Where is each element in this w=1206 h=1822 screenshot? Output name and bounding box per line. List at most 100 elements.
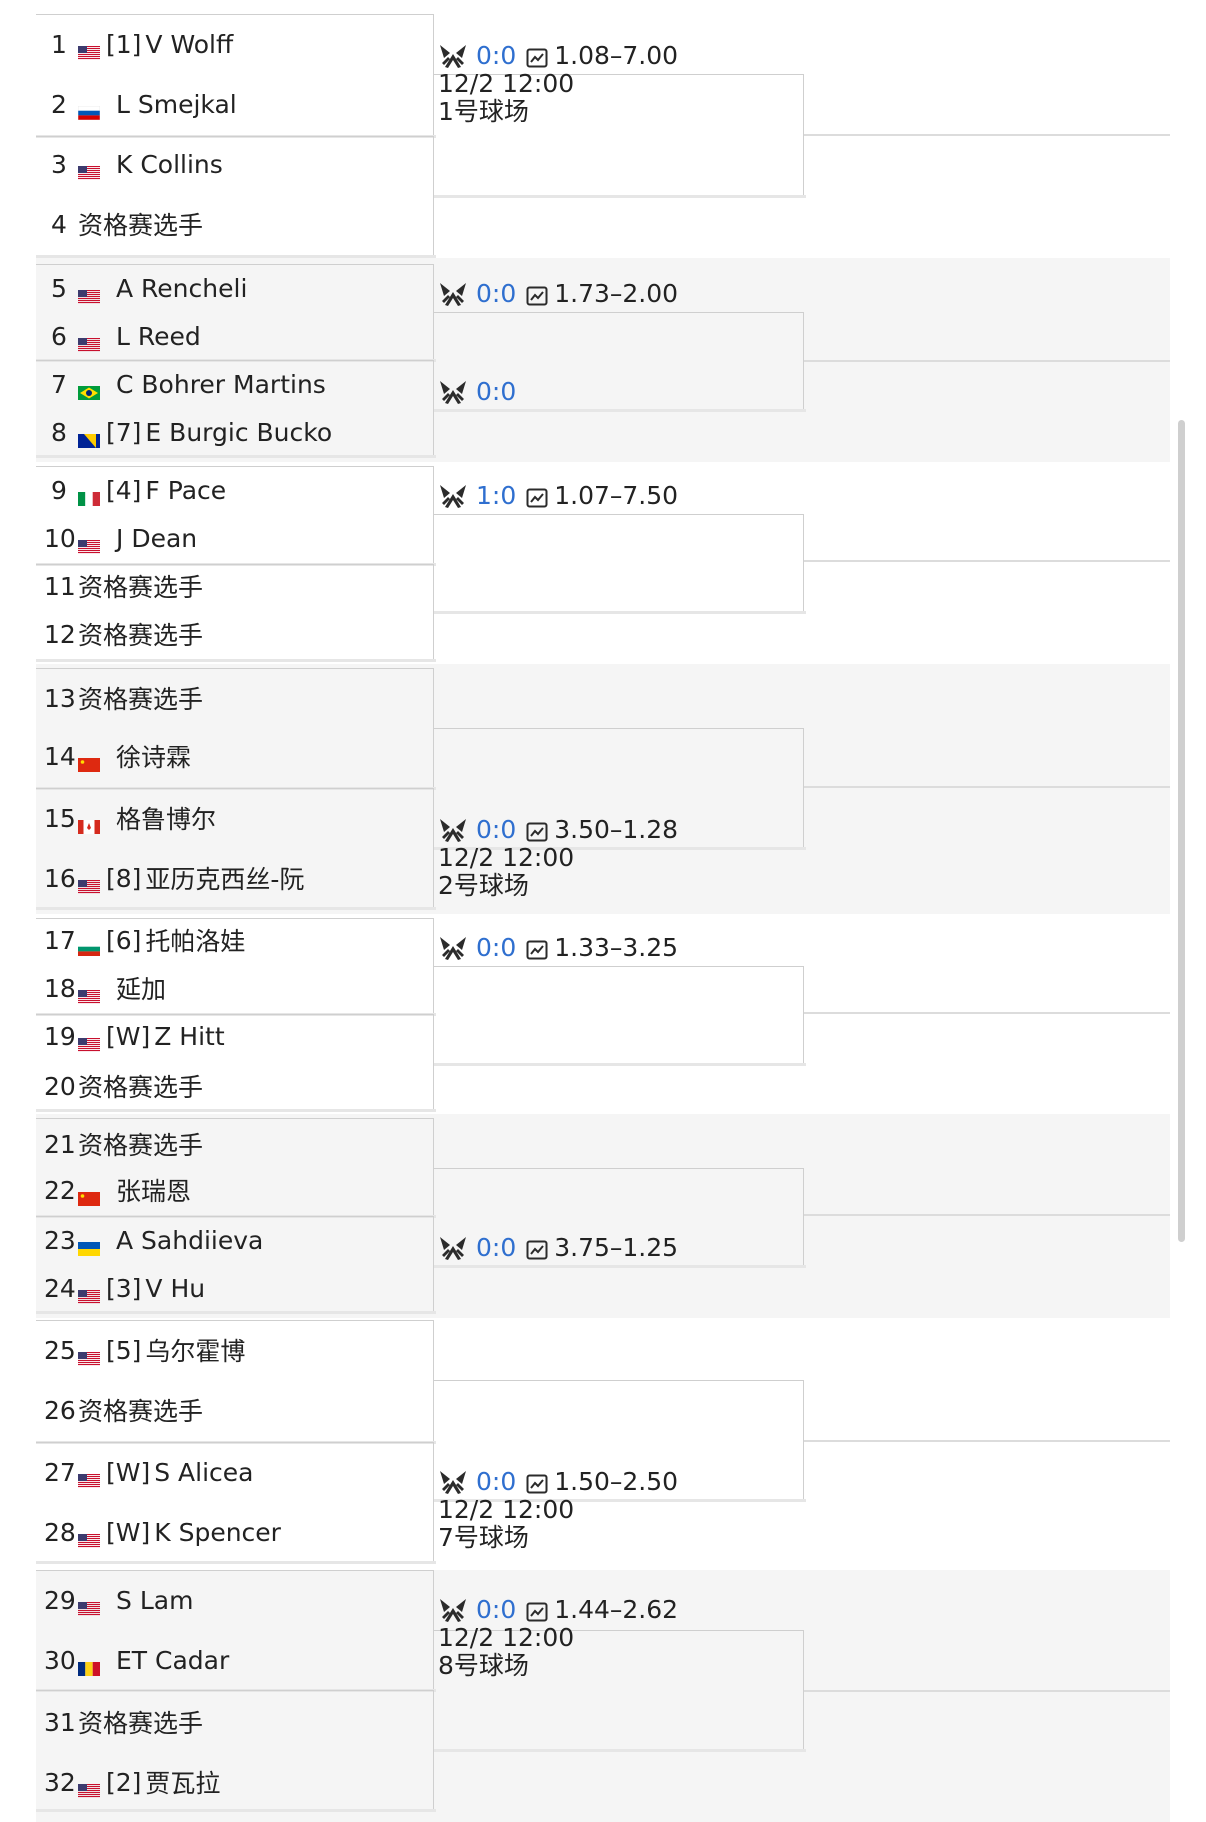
- player-row[interactable]: 16[8]亚历克西丝-阮: [44, 858, 434, 898]
- match-score[interactable]: 0:0: [476, 1233, 517, 1262]
- match-score[interactable]: 0:0: [476, 1467, 517, 1496]
- player-row[interactable]: 30 ET Cadar: [44, 1640, 434, 1680]
- odds-chart-icon[interactable]: [526, 1472, 548, 1494]
- seed-number: 15: [44, 803, 76, 833]
- flag-it-icon: [78, 483, 100, 506]
- match-odds: 1.50–2.50: [554, 1467, 679, 1496]
- player-row[interactable]: 17[6]托帕洛娃: [44, 920, 434, 960]
- player-row[interactable]: 25[5]乌尔霍博: [44, 1330, 434, 1370]
- flag-cn-icon: [78, 749, 100, 772]
- seed-label: [4]: [106, 475, 142, 505]
- match-score[interactable]: 0:0: [476, 377, 517, 406]
- flag-us-icon: [78, 1775, 100, 1798]
- player-row[interactable]: 3 K Collins: [44, 144, 434, 184]
- seed-number: 30: [44, 1645, 76, 1675]
- seed-label: [W]: [106, 1457, 151, 1487]
- seed-number: 2: [51, 89, 67, 119]
- tennis-racket-icon: [438, 1235, 468, 1261]
- bracket-band: [36, 1570, 1170, 1822]
- player-name: V Wolff: [145, 29, 234, 59]
- player-row[interactable]: 32[2]贾瓦拉: [44, 1762, 434, 1802]
- odds-chart-icon[interactable]: [526, 1600, 548, 1622]
- round-connector-line: [804, 1440, 1170, 1442]
- player-row[interactable]: 28[W]K Spencer: [44, 1512, 434, 1552]
- player-name: ET Cadar: [116, 1645, 230, 1675]
- odds-chart-icon[interactable]: [526, 938, 548, 960]
- match-info[interactable]: 0:0: [438, 378, 526, 406]
- match-score[interactable]: 0:0: [476, 815, 517, 844]
- tennis-racket-icon: [438, 817, 468, 843]
- player-name: A Sahdiieva: [116, 1225, 264, 1255]
- scrollbar-thumb[interactable]: [1178, 420, 1185, 1242]
- seed-label: [7]: [106, 417, 142, 447]
- odds-chart-icon[interactable]: [526, 284, 548, 306]
- odds-chart-icon[interactable]: [526, 46, 548, 68]
- seed-number: 6: [51, 321, 67, 351]
- match-score[interactable]: 0:0: [476, 279, 517, 308]
- player-name: C Bohrer Martins: [116, 369, 326, 399]
- box-shadow: [434, 611, 806, 614]
- player-row[interactable]: 8[7]E Burgic Bucko: [44, 412, 434, 452]
- tennis-racket-icon: [438, 1597, 468, 1623]
- seed-number: 28: [44, 1517, 76, 1547]
- seed-number: 3: [51, 149, 67, 179]
- seed-label: [2]: [106, 1767, 142, 1797]
- player-row[interactable]: 24[3]V Hu: [44, 1268, 434, 1308]
- match-score[interactable]: 1:0: [476, 481, 517, 510]
- match-date: 12/2 12:00: [438, 69, 575, 98]
- round-connector-line: [804, 1690, 1170, 1692]
- player-name: E Burgic Bucko: [145, 417, 333, 447]
- match-score[interactable]: 0:0: [476, 41, 517, 70]
- player-row[interactable]: 1[1]V Wolff: [44, 24, 434, 64]
- seed-number: 7: [51, 369, 67, 399]
- match-score[interactable]: 0:0: [476, 933, 517, 962]
- player-name: K Collins: [116, 149, 223, 179]
- player-name: 资格赛选手: [78, 1709, 204, 1738]
- flag-us-icon: [78, 1343, 100, 1366]
- player-row[interactable]: 27[W]S Alicea: [44, 1452, 434, 1492]
- seed-label: [6]: [106, 925, 142, 955]
- odds-chart-icon[interactable]: [526, 1238, 548, 1260]
- player-row[interactable]: 7 C Bohrer Martins: [44, 364, 434, 404]
- player-row[interactable]: 9[4]F Pace: [44, 470, 434, 510]
- match-info-top: 0:0 1.50–2.50: [438, 1468, 678, 1496]
- player-name: J Dean: [116, 523, 198, 553]
- player-row[interactable]: 19[W]Z Hitt: [44, 1016, 434, 1056]
- match-score[interactable]: 0:0: [476, 1595, 517, 1624]
- odds-chart-icon[interactable]: [526, 486, 548, 508]
- odds-chart-icon[interactable]: [526, 820, 548, 842]
- player-name: F Pace: [145, 475, 227, 505]
- seed-number: 20: [44, 1071, 76, 1101]
- seed-number: 24: [44, 1273, 76, 1303]
- flag-us-icon: [78, 531, 100, 554]
- seed-number: 16: [44, 863, 76, 893]
